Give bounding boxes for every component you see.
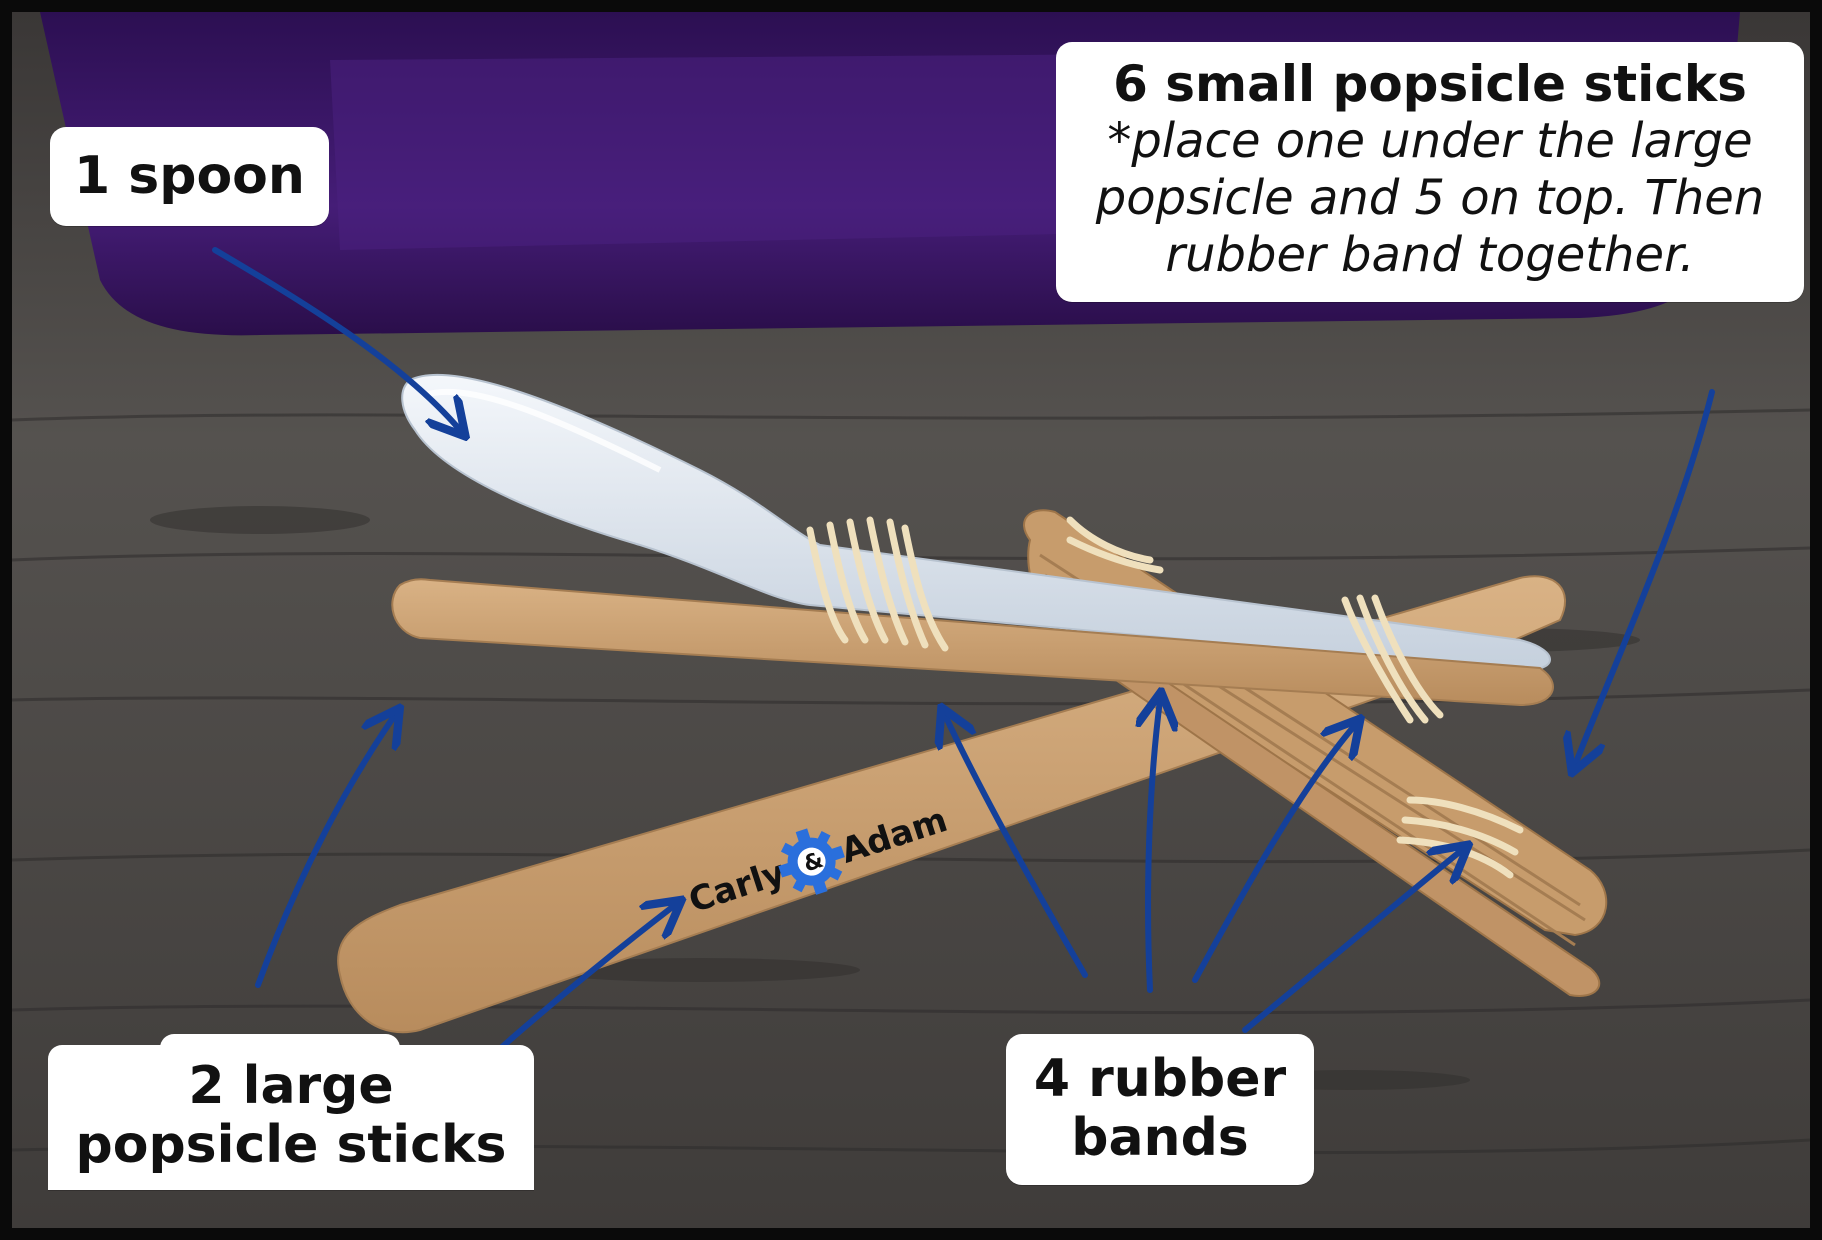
label-large-sticks-2: popsicle sticks <box>75 1115 507 1176</box>
arrow-icon <box>1148 700 1160 993</box>
large-popsicle-stick-top <box>391 578 1554 707</box>
arrow-icon <box>212 247 460 430</box>
callout-spoon: 1 spoon <box>50 127 329 227</box>
label-rubber-bands-2: bands <box>1071 1108 1249 1169</box>
label-large-sticks-1: 2 large <box>188 1056 394 1116</box>
label-small-sticks-title: 6 small popsicle sticks <box>1113 55 1747 113</box>
label-small-sticks-note-2: popsicle and 5 on top. Then <box>1095 170 1765 227</box>
arrow-icon <box>1575 389 1715 765</box>
arrow-icon <box>945 715 1088 978</box>
callout-rubber-bands: 4 rubber bands <box>1006 1034 1314 1185</box>
arrow-icon <box>1192 725 1355 983</box>
rubber-band-2 <box>1066 516 1164 574</box>
callout-large-sticks: 2 large popsicle sticks <box>48 1045 534 1190</box>
label-spoon: 1 spoon <box>74 146 305 206</box>
arrow-icon <box>255 715 395 988</box>
gear-icon: & <box>778 828 845 895</box>
arrow-icon <box>1242 850 1462 1033</box>
rubber-band-1 <box>806 516 949 652</box>
callout-small-sticks: 6 small popsicle sticks *place one under… <box>1056 42 1804 303</box>
rubber-bands <box>806 516 1524 879</box>
label-small-sticks-note-1: *place one under the large <box>1107 113 1753 169</box>
rubber-band-3 <box>1341 594 1444 724</box>
label-small-sticks-note-3: rubber band together. <box>1165 227 1695 284</box>
label-rubber-bands-1: 4 rubber <box>1033 1049 1287 1109</box>
